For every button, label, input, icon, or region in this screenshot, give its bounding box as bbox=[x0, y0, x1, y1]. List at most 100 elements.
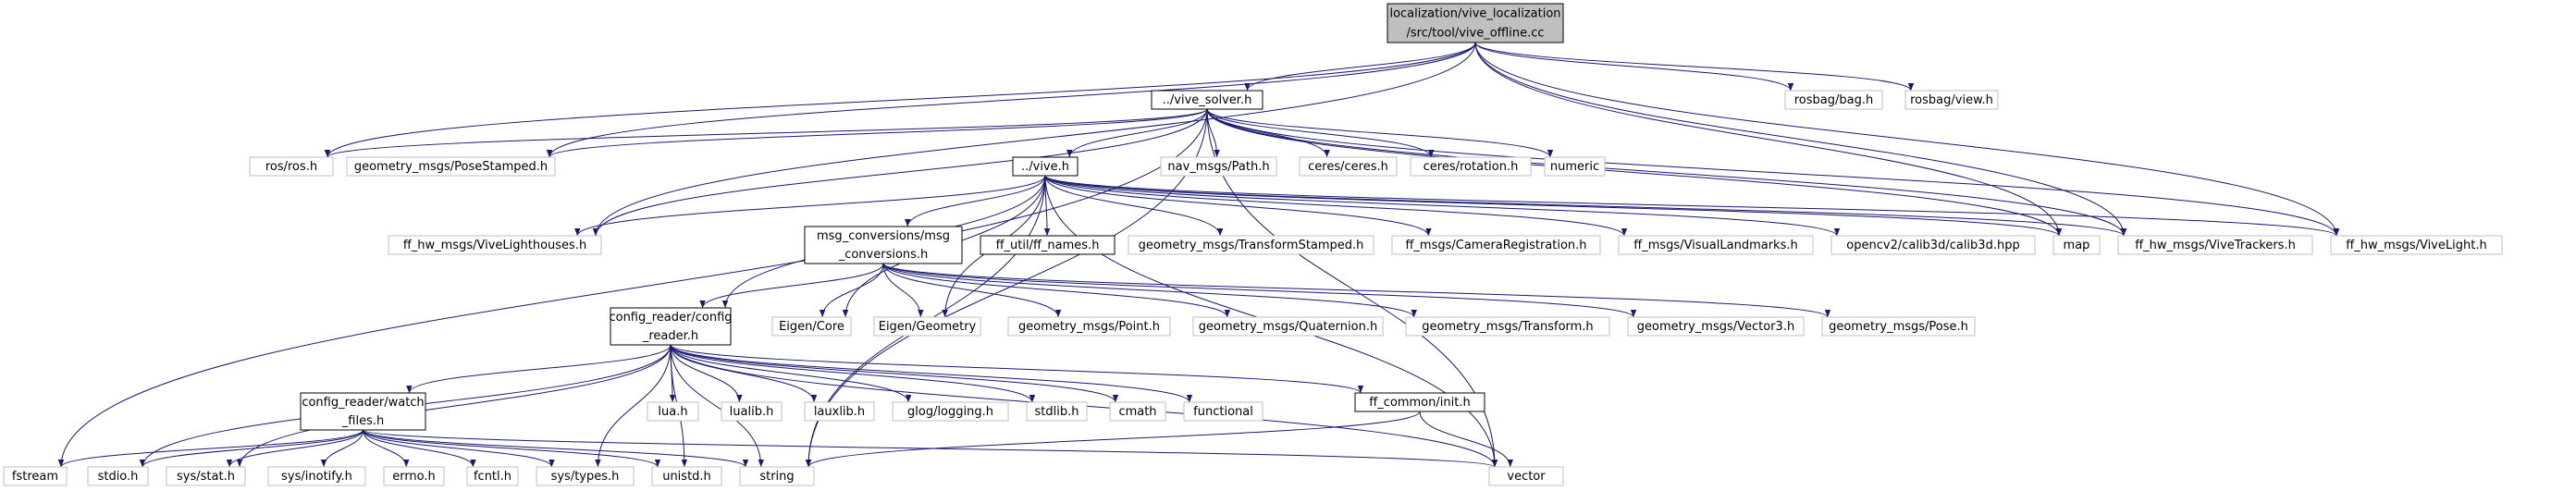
node-label-msgconv-1: _conversions.h bbox=[838, 248, 929, 262]
edge-config-to-glog bbox=[670, 344, 912, 403]
node-ffinit[interactable]: ff_common/init.h bbox=[1354, 392, 1485, 412]
edge-watch-to-fcntl bbox=[363, 429, 476, 468]
node-lauxlib[interactable]: lauxlib.h bbox=[804, 401, 875, 422]
edge-root-to-lighthouses bbox=[592, 42, 1476, 237]
node-map[interactable]: map bbox=[2052, 235, 2101, 255]
node-eigengeo[interactable]: Eigen/Geometry bbox=[873, 316, 981, 337]
edge-vive-to-msgconv bbox=[905, 175, 1046, 227]
node-box-numeric bbox=[1544, 156, 1606, 177]
node-label-root-0: localization/vive_localization bbox=[1389, 7, 1560, 21]
node-label-inotify-0: sys/inotify.h bbox=[281, 470, 352, 484]
edge-msgconv-to-vector3 bbox=[882, 263, 1636, 318]
node-cmath[interactable]: cmath bbox=[1109, 401, 1166, 422]
node-errno[interactable]: errno.h bbox=[383, 466, 445, 486]
node-watch[interactable]: config_reader/watch _files.h bbox=[300, 392, 426, 431]
node-box-cmath bbox=[1109, 401, 1166, 422]
node-box-lauxlib bbox=[804, 401, 875, 422]
node-label-ffnames-0: ff_util/ff_names.h bbox=[996, 239, 1100, 252]
node-lighthouses[interactable]: ff_hw_msgs/ViveLighthouses.h bbox=[388, 235, 602, 255]
edge-vive_solver-to-trackers bbox=[1206, 108, 2127, 237]
node-box-vector bbox=[1488, 466, 1564, 486]
node-root[interactable]: localization/vive_localization/src/tool/… bbox=[1387, 3, 1564, 43]
node-msgconv[interactable]: msg_conversions/msg_conversions.h bbox=[804, 226, 963, 264]
node-box-posestamped bbox=[346, 156, 556, 177]
node-trackers[interactable]: ff_hw_msgs/ViveTrackers.h bbox=[2117, 235, 2313, 255]
node-label-errno-0: errno.h bbox=[392, 470, 436, 484]
node-bag[interactable]: rosbag/bag.h bbox=[1784, 90, 1883, 110]
node-lua[interactable]: lua.h bbox=[647, 401, 699, 422]
node-fstream[interactable]: fstream bbox=[3, 466, 68, 486]
edge-root-to-vive_solver bbox=[1244, 42, 1476, 92]
node-label-ffinit-0: ff_common/init.h bbox=[1369, 396, 1470, 410]
node-sysstat[interactable]: sys/stat.h bbox=[166, 466, 246, 486]
node-ffnames[interactable]: ff_util/ff_names.h bbox=[980, 235, 1115, 255]
node-ros[interactable]: ros/ros.h bbox=[249, 156, 334, 177]
node-config[interactable]: config_reader/config_reader.h bbox=[609, 307, 733, 346]
node-box-eigencore bbox=[771, 316, 852, 337]
edge-vive_solver-to-ceres bbox=[1206, 108, 1330, 158]
node-camreg[interactable]: ff_msgs/CameraRegistration.h bbox=[1391, 235, 1601, 255]
node-label-watch-0: config_reader/watch bbox=[302, 396, 424, 410]
edge-vive_solver-to-light bbox=[1206, 108, 2340, 237]
node-stdio[interactable]: stdio.h bbox=[87, 466, 149, 486]
node-stdlib[interactable]: stdlib.h bbox=[1026, 401, 1088, 422]
node-pose[interactable]: geometry_msgs/Pose.h bbox=[1821, 316, 1976, 337]
node-box-map bbox=[2052, 235, 2101, 255]
node-box-quat bbox=[1192, 316, 1384, 337]
node-box-inotify bbox=[267, 466, 366, 486]
node-rotation[interactable]: ceres/rotation.h bbox=[1410, 156, 1532, 177]
node-vector3[interactable]: geometry_msgs/Vector3.h bbox=[1627, 316, 1805, 337]
node-path[interactable]: nav_msgs/Path.h bbox=[1160, 156, 1277, 177]
node-box-path bbox=[1160, 156, 1277, 177]
node-glog[interactable]: glog/logging.h bbox=[892, 401, 1009, 422]
node-box-fstream bbox=[3, 466, 68, 486]
node-box-ffnames bbox=[980, 235, 1115, 255]
node-calib3d[interactable]: opencv2/calib3d/calib3d.hpp bbox=[1830, 235, 2036, 255]
node-point[interactable]: geometry_msgs/Point.h bbox=[1007, 316, 1171, 337]
node-transform[interactable]: geometry_msgs/Transform.h bbox=[1405, 316, 1610, 337]
node-label-watch-1: _files.h bbox=[341, 414, 384, 428]
node-functional[interactable]: functional bbox=[1183, 401, 1263, 422]
edge-config-to-string bbox=[670, 344, 764, 468]
node-box-lualib bbox=[721, 401, 783, 422]
node-fcntl[interactable]: fcntl.h bbox=[466, 466, 519, 486]
node-lualib[interactable]: lualib.h bbox=[721, 401, 783, 422]
node-box-stdlib bbox=[1026, 401, 1088, 422]
node-systypes[interactable]: sys/types.h bbox=[536, 466, 635, 486]
node-unistd[interactable]: unistd.h bbox=[651, 466, 722, 486]
edge-msgconv-to-config bbox=[699, 263, 884, 309]
edge-config-to-sysstat bbox=[236, 344, 672, 468]
node-string[interactable]: string bbox=[739, 466, 815, 486]
node-box-calib3d bbox=[1830, 235, 2036, 255]
node-quat[interactable]: geometry_msgs/Quaternion.h bbox=[1192, 316, 1384, 337]
edge-watch-to-fstream bbox=[57, 429, 364, 468]
edge-vive_solver-to-vive bbox=[1066, 108, 1208, 158]
node-visland[interactable]: ff_msgs/VisualLandmarks.h bbox=[1618, 235, 1814, 255]
node-inotify[interactable]: sys/inotify.h bbox=[267, 466, 366, 486]
node-label-transform-0: geometry_msgs/Transform.h bbox=[1422, 320, 1593, 334]
node-vector[interactable]: vector bbox=[1488, 466, 1564, 486]
edge-watch-to-string bbox=[363, 429, 749, 468]
node-label-fstream-0: fstream bbox=[12, 470, 58, 484]
node-view[interactable]: rosbag/view.h bbox=[1904, 90, 1999, 110]
edge-config-to-cmath bbox=[670, 344, 1119, 403]
node-eigencore[interactable]: Eigen/Core bbox=[771, 316, 852, 337]
node-numeric[interactable]: numeric bbox=[1544, 156, 1606, 177]
edge-watch-to-inotify bbox=[320, 429, 364, 468]
edge-msgconv-to-pose bbox=[882, 263, 1830, 318]
node-box-vive_solver bbox=[1151, 90, 1263, 110]
node-posestamped[interactable]: geometry_msgs/PoseStamped.h bbox=[346, 156, 556, 177]
node-box-unistd bbox=[651, 466, 722, 486]
node-tfstamped[interactable]: geometry_msgs/TransformStamped.h bbox=[1128, 235, 1374, 255]
node-vive[interactable]: ../vive.h bbox=[1012, 156, 1078, 177]
edge-msgconv-to-point bbox=[882, 263, 1062, 318]
node-box-transform bbox=[1405, 316, 1610, 337]
node-ceres[interactable]: ceres/ceres.h bbox=[1299, 156, 1398, 177]
node-light[interactable]: ff_hw_msgs/ViveLight.h bbox=[2330, 235, 2503, 255]
node-label-path-0: nav_msgs/Path.h bbox=[1167, 160, 1269, 174]
node-box-bag bbox=[1784, 90, 1883, 110]
edge-vive_solver-to-numeric bbox=[1206, 108, 1554, 158]
node-label-unistd-0: unistd.h bbox=[662, 470, 711, 484]
node-vive_solver[interactable]: ../vive_solver.h bbox=[1151, 90, 1263, 110]
edge-vive-to-trackers bbox=[1044, 175, 2126, 237]
